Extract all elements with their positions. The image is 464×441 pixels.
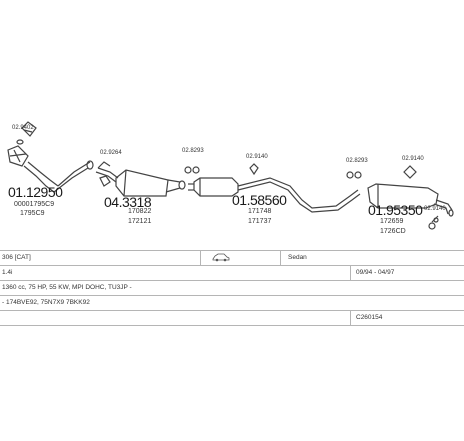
part-ref-downpipe-2: 1795C9	[20, 210, 45, 217]
part-catalyst-drawing[interactable]	[95, 167, 186, 197]
part-ref-rear-2: 1726CD	[380, 228, 406, 235]
clamp-label-middle-2: 02.9140	[246, 154, 268, 160]
row-divider	[280, 251, 281, 266]
vehicle-specs: 1360 cc, 75 HP, 55 KW, MPI DOHC, TU3JP -	[2, 284, 132, 291]
clamp-drawings	[21, 121, 439, 230]
part-number-catalyst[interactable]: 04.3318	[104, 194, 152, 210]
row-divider	[350, 266, 351, 281]
vehicle-model: 306 [CAT]	[2, 254, 31, 261]
part-ref-downpipe-1: 00001795C9	[14, 201, 55, 208]
part-number-middle-silencer[interactable]: 01.58560	[232, 192, 287, 208]
clamp-label-manifold: 02.9402	[12, 125, 34, 131]
vehicle-body-type: Sedan	[288, 254, 307, 261]
part-ref-middle-1: 171748	[248, 208, 272, 215]
clamp-label-middle-1: 02.8293	[182, 148, 204, 154]
catalog-number: C260154	[356, 314, 383, 321]
part-ref-catalyst-1: 170822	[128, 208, 152, 215]
exhaust-diagram: 02.9402 01.12950 00001795C9 1795C9 02.92…	[7, 121, 454, 235]
part-number-rear-silencer[interactable]: 01.95350	[368, 202, 423, 218]
part-ref-middle-2: 171737	[248, 218, 272, 225]
clamp-label-rear-1: 02.8293	[346, 158, 368, 164]
part-ref-rear-1: 172659	[380, 218, 404, 225]
vehicle-engine-codes: - 174BVE92, 75N7X9 7BKK92	[2, 299, 90, 306]
row-divider	[350, 311, 351, 326]
part-rear-silencer-drawing[interactable]	[367, 183, 454, 217]
row-divider	[200, 251, 201, 266]
info-row-specs: 1360 cc, 75 HP, 55 KW, MPI DOHC, TU3JP -	[0, 280, 464, 296]
info-row-engine: 1.4i 09/94 - 04/97	[0, 265, 464, 281]
part-downpipe-drawing[interactable]	[7, 139, 94, 193]
clamp-label-catalyst: 02.9264	[100, 150, 122, 156]
car-icon	[212, 252, 230, 264]
info-row-codes: - 174BVE92, 75N7X9 7BKK92	[0, 295, 464, 311]
vehicle-engine: 1.4i	[2, 269, 13, 276]
info-row-model: 306 [CAT] Sedan	[0, 250, 464, 266]
exhaust-drawing	[7, 121, 454, 230]
clamp-label-rear-3: 02.9140	[424, 206, 446, 212]
part-middle-silencer-drawing[interactable]	[188, 177, 361, 213]
vehicle-period: 09/94 - 04/97	[356, 269, 395, 276]
info-row-catalog: C260154	[0, 310, 464, 326]
part-number-downpipe[interactable]: 01.12950	[8, 184, 63, 200]
clamp-label-rear-2: 02.9140	[402, 156, 424, 162]
info-table-bottom-rule	[0, 325, 464, 326]
part-ref-catalyst-2: 172121	[128, 218, 152, 225]
